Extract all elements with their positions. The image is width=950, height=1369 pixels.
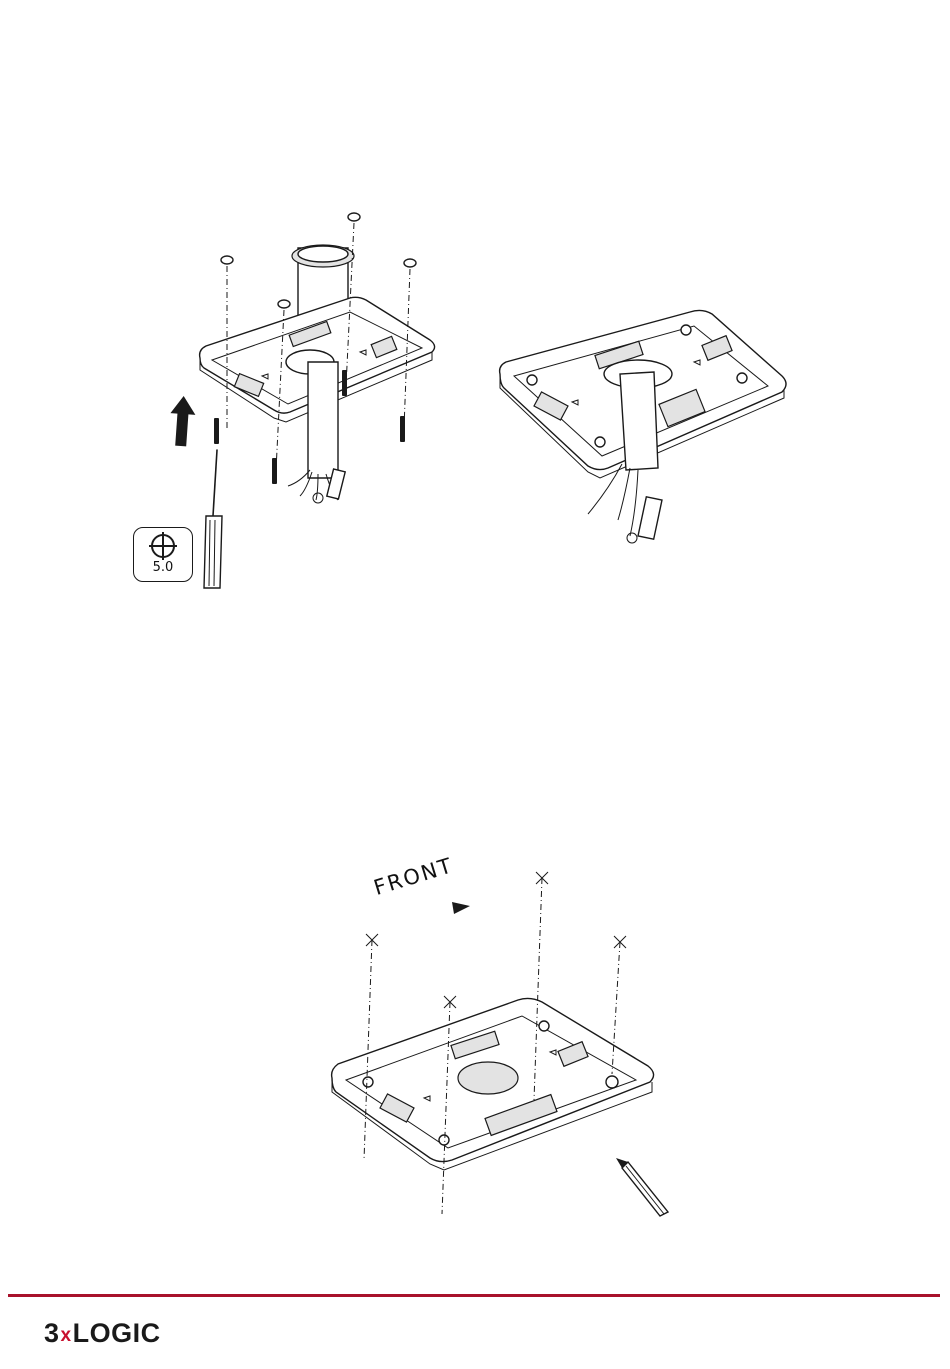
brand-logo: 3xLOGIC (44, 1318, 161, 1349)
logo-x: x (61, 1325, 72, 1346)
mount-exploded-illustration (160, 200, 460, 590)
screwdriver-size-badge: 5.0 (133, 527, 193, 582)
mount-exploded-drawing (160, 200, 460, 590)
mount-assembled-illustration (490, 300, 800, 590)
cross-mark-icon (366, 872, 626, 1008)
phillips-screwdriver-icon (134, 528, 192, 560)
screwdriver-icon (204, 450, 222, 588)
logo-part2: LOGIC (73, 1318, 161, 1348)
hole-marking-drawing (320, 860, 700, 1220)
logo-part1: 3 (44, 1318, 60, 1348)
arrow-up-icon (168, 395, 196, 447)
footer-divider (8, 1294, 940, 1297)
screwdriver-size-label: 5.0 (134, 560, 192, 575)
mount-assembled-drawing (490, 300, 800, 590)
base-plate (332, 998, 654, 1170)
hole-marking-illustration (320, 860, 700, 1220)
pencil-icon (616, 1158, 668, 1216)
